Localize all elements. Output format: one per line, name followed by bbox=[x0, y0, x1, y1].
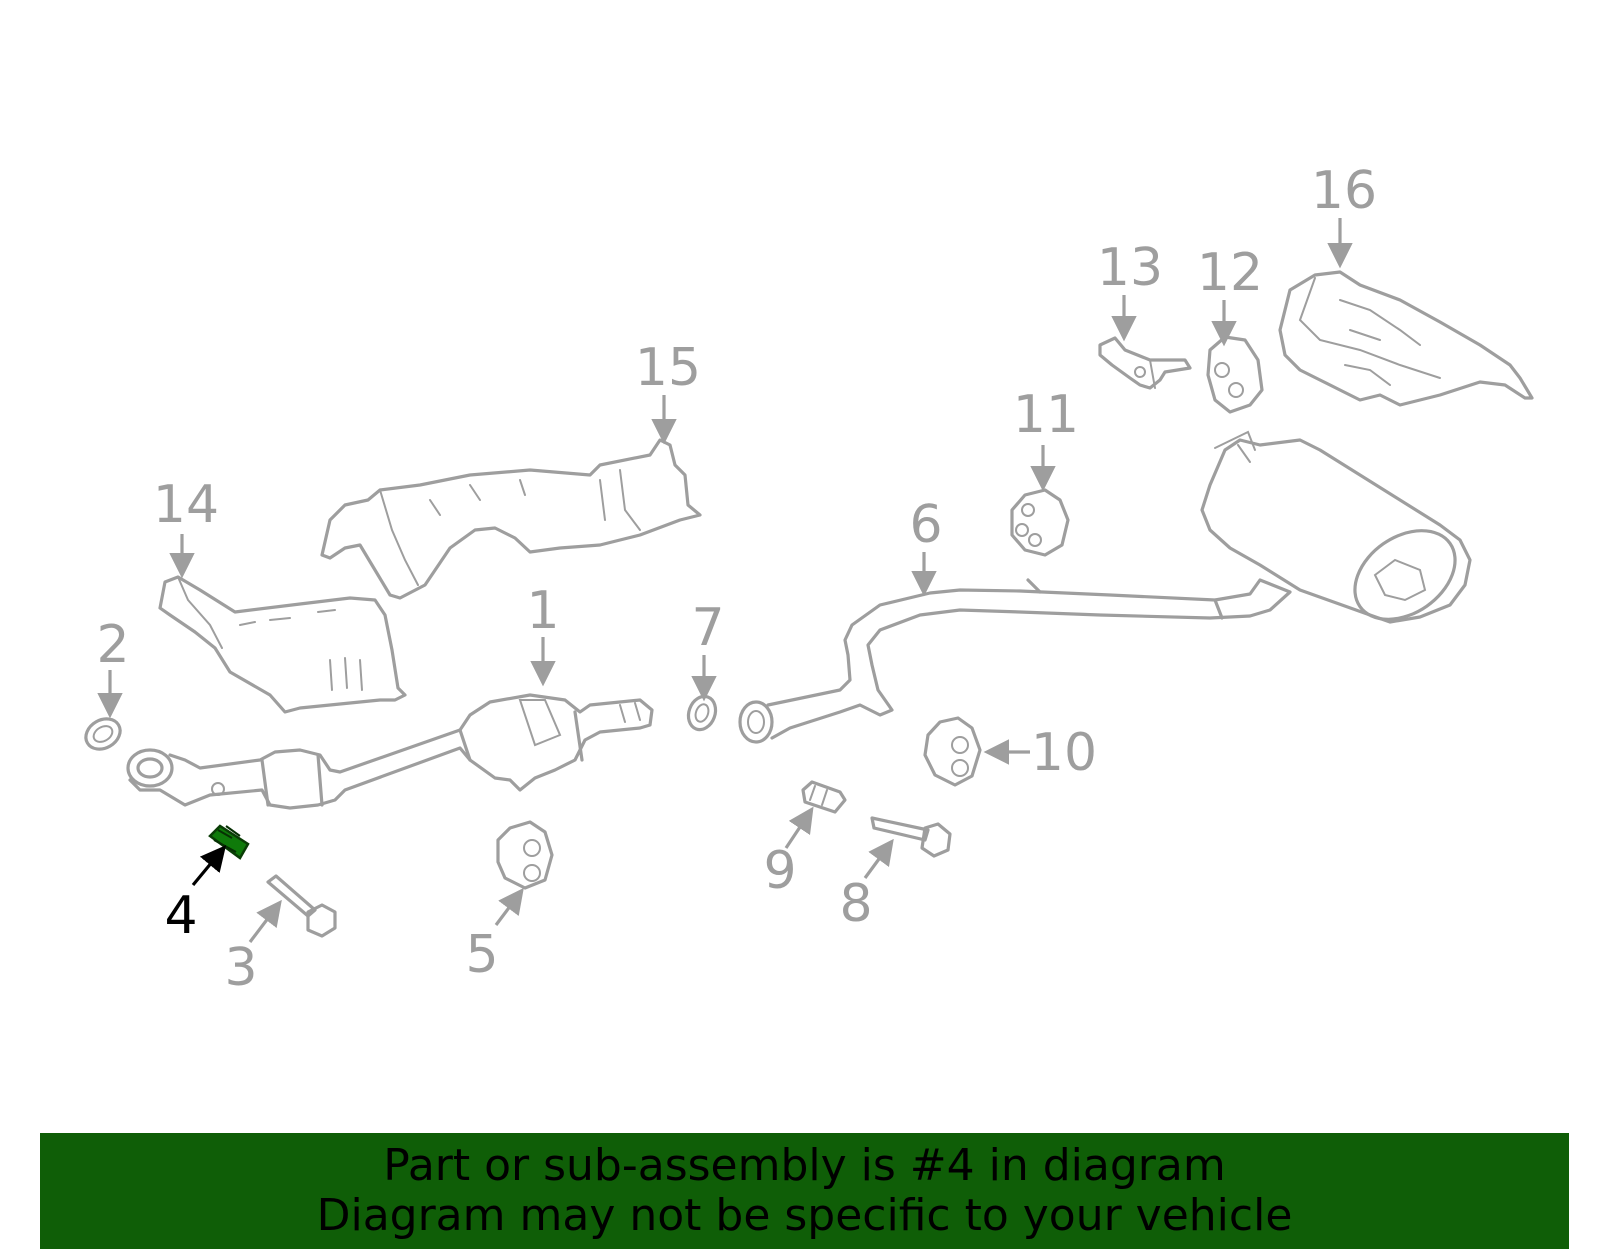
bolt-8[interactable] bbox=[870, 816, 952, 858]
muffler-assembly[interactable] bbox=[1200, 430, 1472, 638]
bolt-3[interactable] bbox=[266, 874, 337, 938]
callout-7: 7 bbox=[691, 598, 724, 658]
callout-5: 5 bbox=[465, 925, 498, 985]
hanger-5[interactable] bbox=[496, 820, 554, 890]
exhaust-bracket[interactable] bbox=[1098, 336, 1192, 390]
callout-11: 11 bbox=[1013, 385, 1079, 445]
callout-12: 12 bbox=[1197, 243, 1263, 303]
callout-6: 6 bbox=[909, 495, 942, 555]
nut-4-highlighted[interactable] bbox=[208, 824, 250, 860]
callout-2: 2 bbox=[96, 615, 129, 675]
heat-shield-center[interactable] bbox=[320, 438, 702, 600]
callout-1: 1 bbox=[526, 581, 559, 641]
front-pipe-catalytic-converter[interactable] bbox=[126, 693, 654, 810]
center-exhaust-pipe[interactable] bbox=[738, 578, 1292, 744]
callout-8: 8 bbox=[839, 874, 872, 934]
callout-4: 4 bbox=[164, 886, 197, 946]
callout-3: 3 bbox=[224, 938, 257, 998]
callout-9: 9 bbox=[763, 841, 796, 901]
info-banner: Part or sub-assembly is #4 in diagram Di… bbox=[40, 1133, 1569, 1249]
callout-16: 16 bbox=[1311, 161, 1377, 221]
gasket-front[interactable] bbox=[80, 713, 125, 755]
hanger-10[interactable] bbox=[923, 716, 982, 787]
callout-13: 13 bbox=[1097, 238, 1163, 298]
heat-shield-rear[interactable] bbox=[1278, 270, 1534, 407]
callout-14: 14 bbox=[153, 475, 219, 535]
hanger-12[interactable] bbox=[1206, 335, 1264, 414]
gasket-center[interactable] bbox=[684, 693, 720, 734]
heat-shield-front[interactable] bbox=[158, 575, 407, 714]
callout-10: 10 bbox=[1031, 723, 1097, 783]
spring-9[interactable] bbox=[801, 780, 847, 814]
leader-lines bbox=[97, 218, 1353, 943]
banner-line-part: Part or sub-assembly is #4 in diagram bbox=[383, 1140, 1226, 1191]
callout-15: 15 bbox=[635, 338, 701, 398]
banner-line-disclaimer: Diagram may not be specific to your vehi… bbox=[316, 1190, 1293, 1241]
hanger-11[interactable] bbox=[1010, 488, 1070, 557]
